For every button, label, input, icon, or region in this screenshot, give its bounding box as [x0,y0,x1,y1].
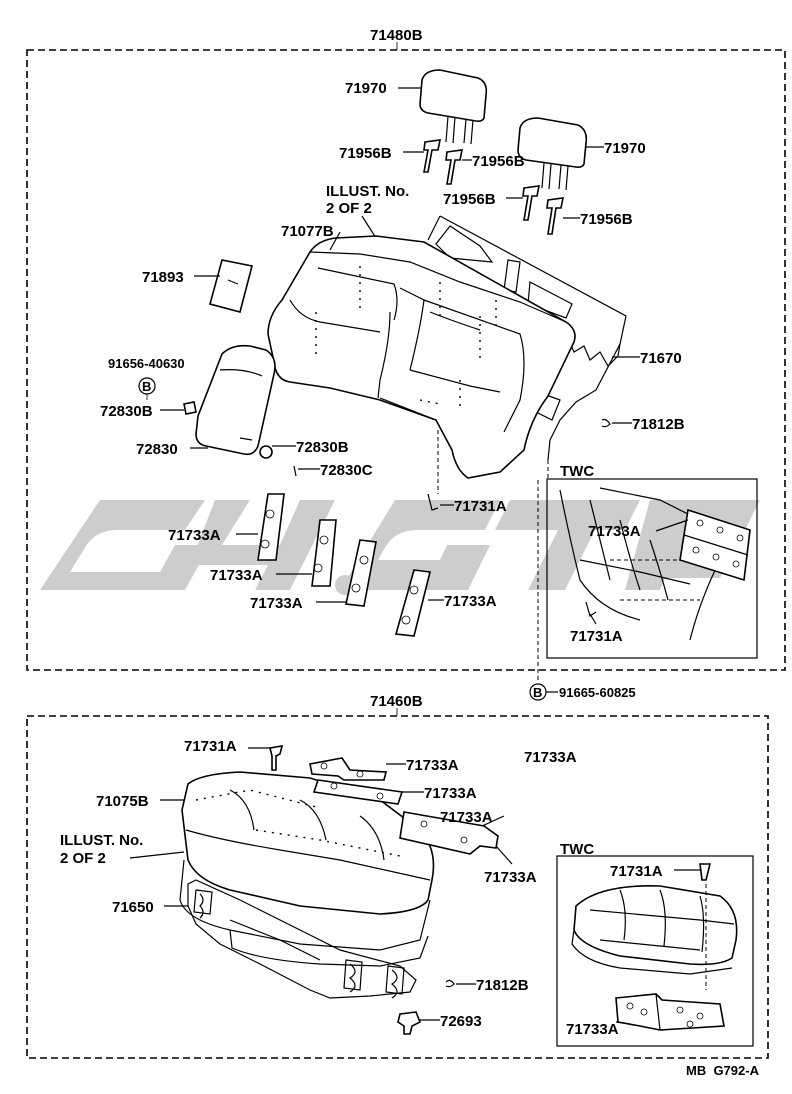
lower-twc-hook [699,863,712,881]
upper-twc-hook-label: 71731A [570,628,623,645]
label-bolt-code: 91656-40630 [108,356,185,371]
lower-twc-hook-label: 71731A [610,863,663,880]
label-support-2: 71956B [472,153,525,170]
headrest-support-4 [546,197,565,235]
headrest-right [517,117,588,191]
upper-twc-box [546,478,758,659]
upper-illust-note-line2: 2 OF 2 [326,200,372,217]
label-lower-clip: 71812B [476,977,529,994]
lower-plate-1 [309,757,388,781]
label-tag: 71893 [142,269,184,286]
upper-twc-plate [679,508,751,582]
hook [427,493,439,511]
label-lower-plate-2: 71733A [424,785,477,802]
lower-plate-4 [399,811,499,855]
lower-clip [445,979,455,988]
seat-back-cover [267,235,576,479]
upper-twc-plate-label: 71733A [588,523,641,540]
label-pin: 72830C [320,462,373,479]
upper-illust-note-line1: ILLUST. No. [326,183,409,200]
upper-twc-title: TWC [560,463,594,480]
headrest-support-1 [423,139,442,173]
lower-twc-plate-label: 71733A [566,1021,619,1038]
label-lower-plate-4: 71733A [440,809,493,826]
label-plate-3: 71733A [250,595,303,612]
clip-right [601,418,611,428]
plate-3 [345,539,377,607]
upper-twc-hook [585,601,597,617]
seat-cushion [179,771,435,967]
plate-1 [257,493,285,561]
label-cushion-frame: 71650 [112,899,154,916]
label-headrest-right: 71970 [604,140,646,157]
lower-plate-2 [312,779,404,805]
label-cushion: 71075B [96,793,149,810]
upper-assembly-label: 71480B [370,27,423,44]
label-fastener: 72693 [440,1013,482,1030]
label-lower-hook: 71731A [184,738,237,755]
lower-illust-note-line2: 2 OF 2 [60,850,106,867]
upper-frame [26,49,786,671]
lower-twc-plate [615,993,725,1031]
lower-twc-box [556,855,754,1047]
diagram-code: MB G792-A [686,1063,760,1078]
label-plate-1: 71733A [168,527,221,544]
headrest-support-3 [522,185,541,221]
label-armrest: 72830 [136,441,178,458]
plate-4 [394,569,431,637]
armrest-bushing-2 [259,445,273,459]
label-clip-right: 71812B [632,416,685,433]
armrest-bushing-1 [183,401,197,415]
label-plate-4: 71733A [444,593,497,610]
label-lower-plate-3: 71733A [524,749,577,766]
lower-twc-title: TWC [560,841,594,858]
cushion-frame [187,879,417,999]
plate-2 [311,519,337,587]
armrest [195,344,276,456]
label-back-cover: 71077B [281,223,334,240]
label-lower-plate-1: 71733A [406,757,459,774]
label-bushing-2: 72830B [296,439,349,456]
bottom-bolt-symbol: B [533,685,542,700]
bolt-symbol: B [142,379,151,394]
tag-card [209,259,253,313]
label-hook: 71731A [454,498,507,515]
label-support-4: 71956B [580,211,633,228]
label-support-1: 71956B [339,145,392,162]
lower-assembly-label: 71460B [370,693,423,710]
fastener [397,1011,422,1035]
lower-illust-note-line1: ILLUST. No. [60,832,143,849]
label-frame: 71670 [640,350,682,367]
armrest-pin [293,465,297,477]
label-bushing-1: 72830B [100,403,153,420]
label-plate-2: 71733A [210,567,263,584]
lower-twc-cushion [571,885,738,975]
headrest-support-2 [445,149,464,185]
label-support-3: 71956B [443,191,496,208]
lower-frame [26,715,769,1059]
label-lower-plate-5: 71733A [484,869,537,886]
lower-hook [269,745,284,771]
label-headrest-left: 71970 [345,80,387,97]
bottom-bolt-code: 91665-60825 [559,685,636,700]
headrest-left [419,69,488,145]
